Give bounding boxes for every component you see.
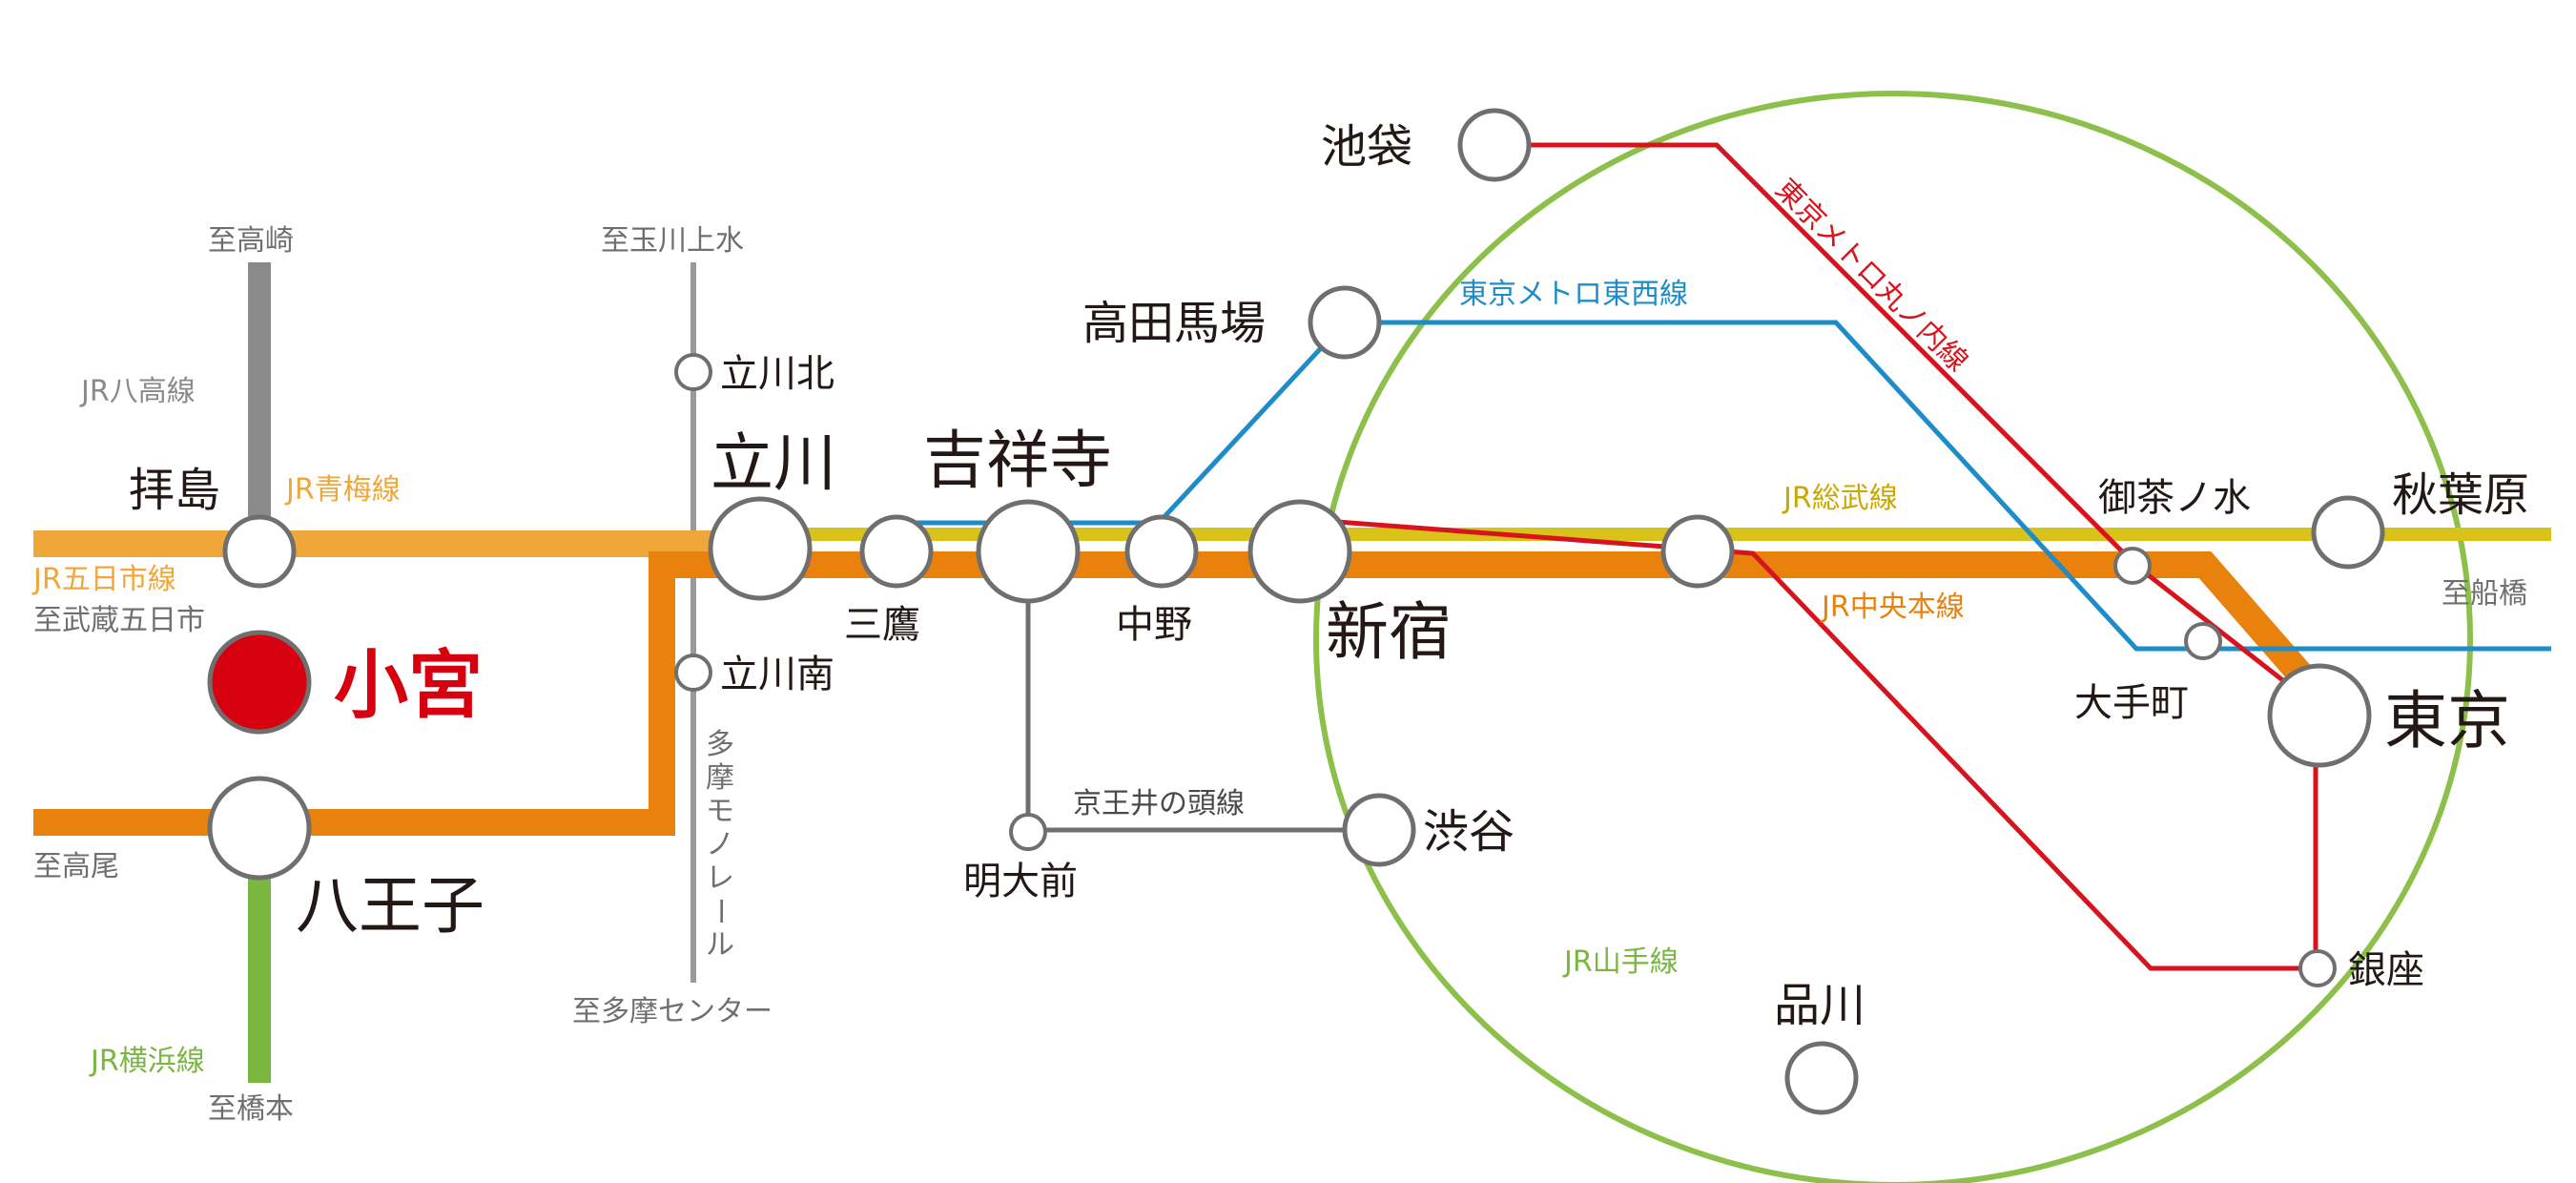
direction-musashiitsukaichi: 至武蔵五日市 <box>33 604 205 637</box>
direction-hashimoto: 至橋本 <box>208 1092 294 1126</box>
station-label-ochanomizu: 御茶ノ水 <box>2098 476 2251 520</box>
station-label-tokyo: 東京 <box>2384 684 2510 758</box>
svg-text:ー: ー <box>703 897 736 925</box>
station-label-shinagawa: 品川 <box>1774 979 1865 1032</box>
station-label-takadanobaba: 高田馬場 <box>1082 297 1266 350</box>
station-tachikawaminami <box>674 654 712 692</box>
direction-tamacenter: 至多摩センター <box>572 995 773 1028</box>
marunouchi-line-label: 東京メトロ丸ノ内線 <box>1768 173 1974 379</box>
station-haijima <box>222 514 297 589</box>
station-ikebukuro <box>1457 108 1532 182</box>
ome-line-label: JR青梅線 <box>284 473 401 507</box>
hachiko-line-label: JR八高線 <box>79 375 196 408</box>
yamanote-line-label: JR山手線 <box>1562 945 1679 979</box>
sobu-line-label: JR総武線 <box>1782 482 1898 515</box>
station-label-mitaka: 三鷹 <box>844 603 920 647</box>
station-label-ikebukuro: 池袋 <box>1321 120 1412 174</box>
station-ochanomizu <box>2113 547 2152 585</box>
svg-text:多: 多 <box>706 728 734 761</box>
station-label-tachikawakita: 立川北 <box>720 352 835 396</box>
station-label-ginza: 銀座 <box>2348 948 2424 992</box>
station-label-akihabara: 秋葉原 <box>2392 468 2529 522</box>
svg-text:ル: ル <box>706 928 734 962</box>
station-label-hachioji: 八王子 <box>296 869 484 943</box>
station-label-haijima: 拝島 <box>129 464 220 517</box>
station-mitaka <box>859 514 934 589</box>
svg-text:摩: 摩 <box>706 761 734 795</box>
svg-text:モ: モ <box>706 795 734 828</box>
station-akihabara <box>2311 495 2385 570</box>
chuo-line-label: JR中央本線 <box>1820 591 1965 624</box>
station-ginza <box>2298 949 2337 987</box>
station-otemachi <box>2184 622 2222 660</box>
direction-takao: 至高尾 <box>33 850 119 883</box>
station-label-omiya: 小宮 <box>334 642 483 729</box>
svg-text:レ: レ <box>706 861 734 895</box>
station-label-otemachi: 大手町 <box>2074 681 2189 725</box>
station-tachikawa <box>708 496 813 601</box>
station-tachikawakita <box>674 353 712 391</box>
station-label-tachikawaminami: 立川南 <box>720 653 835 696</box>
station-shinjuku <box>1247 499 1352 604</box>
station-shibuya <box>1342 793 1416 867</box>
svg-text:ノ: ノ <box>706 828 734 861</box>
station-label-shibuya: 渋谷 <box>1423 805 1515 859</box>
tozai-line-label: 東京メトロ東西線 <box>1459 278 1688 311</box>
station-shinagawa <box>1784 1041 1859 1115</box>
station-label-meidaimae: 明大前 <box>963 860 1078 903</box>
station-nakano <box>1124 514 1199 589</box>
station-omiya <box>207 630 312 735</box>
yamanote-line <box>1313 91 2473 1183</box>
itsukaichi-line-label: JR五日市線 <box>31 563 176 596</box>
station-meidaimae <box>1009 813 1047 851</box>
station-kichijoji <box>976 499 1081 604</box>
station-label-kichijoji: 吉祥寺 <box>923 424 1112 497</box>
marunouchi-line <box>1299 142 2318 971</box>
station-tokyo <box>2267 663 2372 768</box>
tama-monorail-label: 多 摩 モ ノ レ ー ル <box>703 728 736 962</box>
inokashira-line-label: 京王井の頭線 <box>1073 787 1245 820</box>
station-label-shinjuku: 新宿 <box>1326 595 1452 669</box>
station-label-nakano: 中野 <box>1116 603 1192 647</box>
direction-funabashi: 至船橋 <box>2442 577 2527 611</box>
station-interchange <box>1660 514 1735 589</box>
station-hachioji <box>207 776 312 881</box>
station-takadanobaba <box>1308 285 1382 360</box>
direction-tamagawajosui: 至玉川上水 <box>601 224 744 258</box>
chuo-line <box>33 551 2320 836</box>
direction-takasaki: 至高崎 <box>208 224 294 258</box>
yokohama-line-label: JR横浜線 <box>89 1045 205 1078</box>
station-label-tachikawa: 立川 <box>711 426 836 500</box>
tozai-line <box>896 320 2551 652</box>
